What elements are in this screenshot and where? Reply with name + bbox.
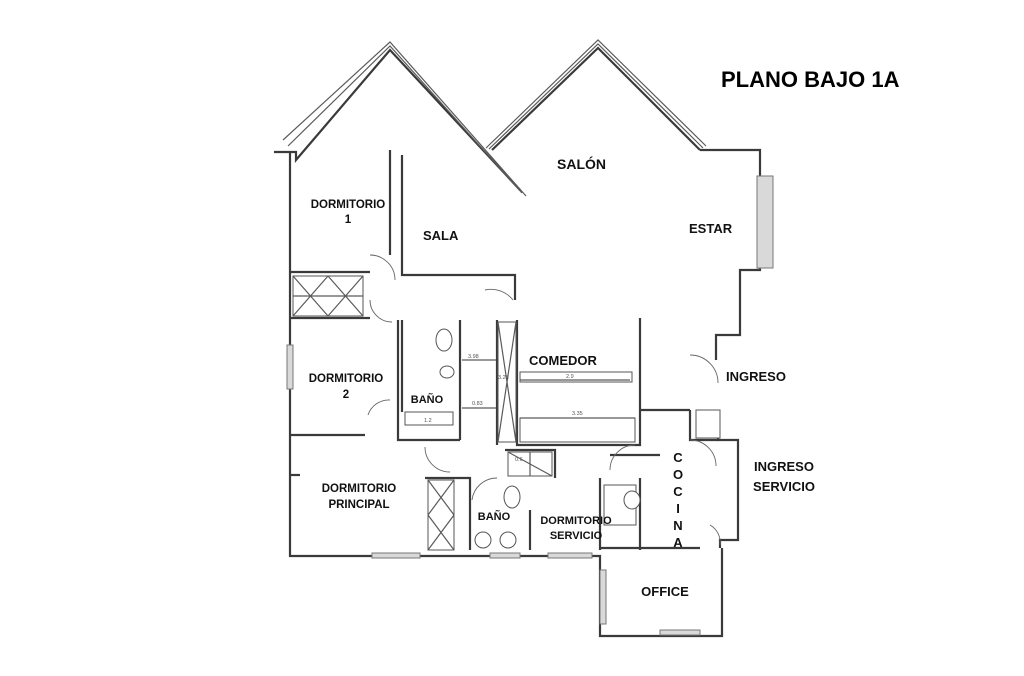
room-label-dormitorio-2-number: 2 [343,389,349,401]
room-label-cocina-letter: C [673,450,683,465]
room-label-salon: SALÓN [557,155,606,172]
room-label-dormitorio-servicio: DORMITORIO [540,515,612,527]
room-label-office: OFFICE [641,584,689,599]
room-label-cocina-letter: I [676,501,680,516]
fixtures [292,275,721,551]
room-label-sala: SALA [423,228,459,243]
room-label-dormitorio-1-number: 1 [345,214,352,226]
room-label-cocina-letter: C [673,484,683,499]
room-labels: SALÓN SALA ESTAR DORMITORIO 1 DORMITORIO… [309,155,815,599]
room-label-bano-2: BAÑO [478,510,511,523]
room-label-dormitorio-principal-line2: PRINCIPAL [328,499,389,511]
interior-walls [290,150,718,550]
room-label-bano-1: BAÑO [411,393,444,406]
room-label-dormitorio-2: DORMITORIO [309,373,384,385]
dimension-label: 1.2 [424,418,432,424]
dimension-label: 0.6 [515,457,523,463]
room-label-ingreso-servicio-line2: SERVICIO [753,479,815,494]
plan-title: PLANO BAJO 1A [721,67,900,92]
dimension-label: 2.9 [566,374,574,380]
room-label-cocina-letter: O [673,467,683,482]
room-label-dormitorio-principal: DORMITORIO [322,483,397,495]
dimension-label: 3.25 [498,375,509,381]
room-label-dormitorio-servicio-line2: SERVICIO [550,530,603,542]
room-label-estar: ESTAR [689,221,733,236]
dimension-marks: 3.98 3.25 2.9 0.83 3.35 1.2 0.6 [424,354,635,463]
dimension-label: 3.98 [468,354,479,360]
room-label-comedor: COMEDOR [529,353,598,368]
room-label-cocina-letter: N [673,518,682,533]
room-label-ingreso: INGRESO [726,369,786,384]
doors [367,254,721,546]
outer-walls [274,39,774,638]
dimension-label: 3.35 [572,411,583,417]
room-label-cocina-letter: A [673,535,683,550]
room-label-ingreso-servicio: INGRESO [754,459,814,474]
dimension-label: 0.83 [472,401,483,407]
room-label-dormitorio-1: DORMITORIO [311,199,386,211]
